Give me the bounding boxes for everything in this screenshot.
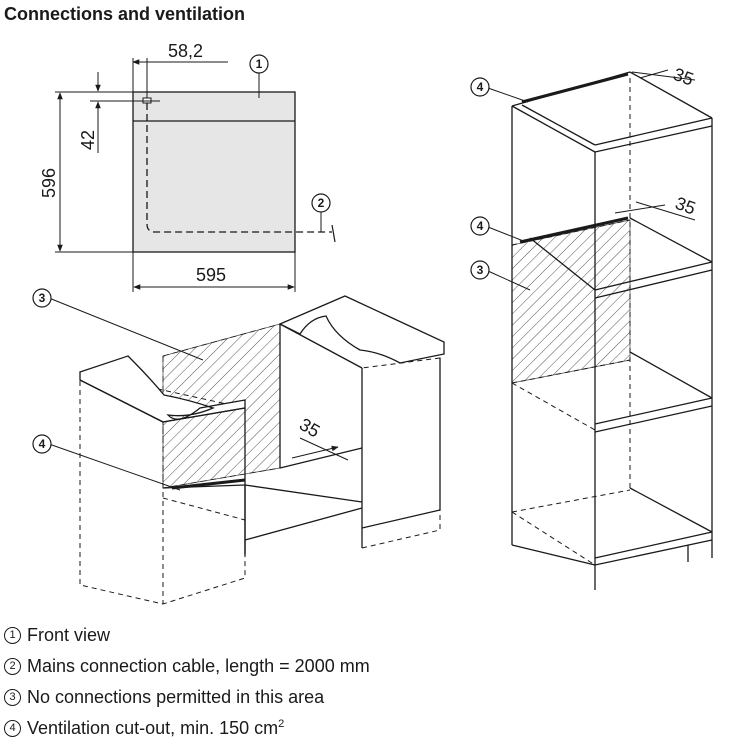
- legend-item-ventilation: 4 Ventilation cut-out, min. 150 cm2: [4, 713, 744, 744]
- dim-width: 595: [196, 265, 226, 285]
- front-view: 58,2 42 596 595 1 2: [39, 41, 336, 292]
- legend-item-front-view: 1 Front view: [4, 620, 744, 651]
- svg-text:4: 4: [477, 80, 484, 94]
- vent-strip-tall-top: [521, 72, 629, 104]
- legend-text: Front view: [27, 625, 111, 645]
- callout-3-undercounter: [32, 288, 52, 308]
- callout-2-cable: [311, 193, 331, 213]
- cable-route: [146, 103, 332, 233]
- appliance-front: [132, 91, 296, 253]
- legend-number: 3: [4, 689, 21, 706]
- svg-text:4: 4: [39, 437, 46, 451]
- left-worktop: [79, 355, 246, 423]
- no-connection-zone-tall: [511, 219, 631, 384]
- cable-end: [331, 224, 336, 243]
- undercounter-view: 35 3 4: [32, 288, 445, 605]
- dim-height: 596: [39, 168, 59, 198]
- dim-line-vent-tall-top: [639, 69, 669, 79]
- legend-text: Mains connection cable, length = 2000 mm: [27, 656, 370, 676]
- svg-text:3: 3: [39, 291, 46, 305]
- svg-text:4: 4: [477, 219, 484, 233]
- dim-vent-gap-tall-top: 35: [671, 64, 697, 90]
- dim-height-to-cable: 42: [78, 130, 98, 150]
- callout-1-front: [249, 54, 269, 74]
- svg-text:3: 3: [477, 263, 484, 277]
- callout-3-tall: [470, 260, 490, 280]
- dim-cable-offset: 58,2: [168, 41, 203, 61]
- page-title: Connections and ventilation: [4, 4, 246, 24]
- legend: 1 Front view 2 Mains connection cable, l…: [4, 620, 744, 744]
- legend-item-no-connections: 3 No connections permitted in this area: [4, 682, 744, 713]
- svg-text:2: 2: [318, 196, 325, 210]
- legend-number: 4: [4, 720, 21, 737]
- callout-4-tall-top: [470, 77, 490, 97]
- legend-item-cable: 2 Mains connection cable, length = 2000 …: [4, 651, 744, 682]
- legend-text: No connections permitted in this area: [27, 687, 325, 707]
- svg-text:1: 1: [256, 57, 263, 71]
- tall-unit-view: 35 35 4 4 3: [470, 64, 713, 590]
- callout-4-tall-mid: [470, 216, 490, 236]
- callout-4-undercounter: [32, 434, 52, 454]
- legend-number: 1: [4, 627, 21, 644]
- dim-line-vent-undercounter: [291, 445, 339, 459]
- vent-strip-undercounter: [171, 478, 246, 490]
- right-worktop: [278, 295, 445, 364]
- vent-strip-tall-mid: [519, 216, 629, 244]
- dim-vent-gap-undercounter: 35: [296, 414, 323, 441]
- legend-number: 2: [4, 658, 21, 675]
- legend-superscript: 2: [278, 718, 285, 730]
- legend-text: Ventilation cut-out, min. 150 cm2: [27, 718, 285, 738]
- dim-line-vent-tall-mid: [614, 204, 666, 214]
